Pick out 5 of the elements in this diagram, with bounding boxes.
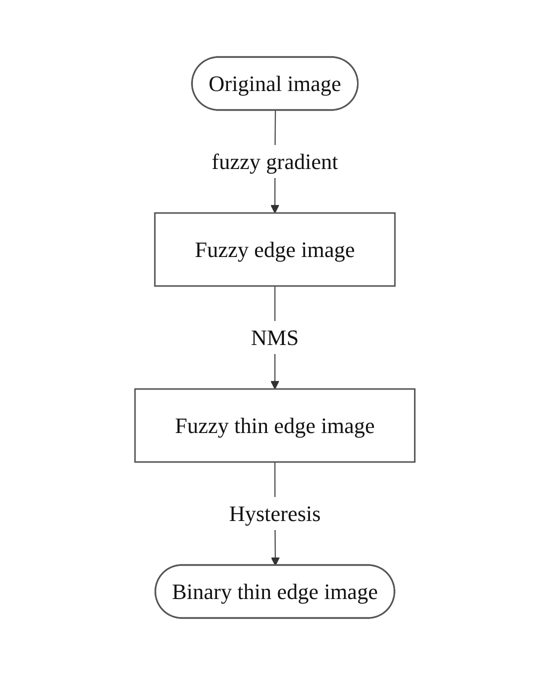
node-box: Fuzzy thin edge image [134, 388, 416, 463]
edge-label: Hysteresis [228, 501, 320, 526]
node-box: Fuzzy edge image [154, 212, 396, 287]
edge-label: NMS [250, 325, 298, 350]
edge-label: fuzzy gradient [211, 149, 338, 174]
